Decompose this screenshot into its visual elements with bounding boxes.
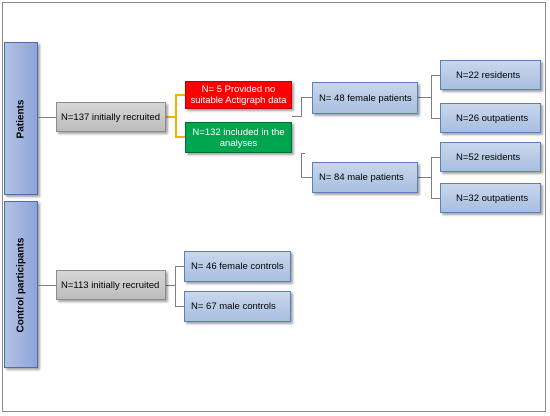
female-outpatients-box: N=26 outpatients: [440, 103, 541, 133]
connector-to-male-residents: [431, 157, 440, 158]
female-patients-text: N= 48 female patients: [319, 92, 412, 104]
connector-female-out: [418, 97, 431, 98]
connector-controls-recruited-out: [166, 285, 175, 286]
connector-recruited-vertical: [175, 94, 177, 138]
connector-female-vertical: [301, 97, 302, 117]
patients-label-text: Patients: [15, 99, 27, 138]
connector-excluded-out: [292, 116, 301, 117]
female-residents-text: N=22 residents: [456, 69, 521, 81]
patients-included-text: N=132 included in the analyses: [192, 126, 285, 149]
connector-to-female: [301, 97, 312, 98]
patients-recruited-box: N=137 initially recruited: [56, 102, 166, 132]
connector-to-female-residents: [431, 75, 440, 76]
patients-included-box: N=132 included in the analyses: [185, 122, 292, 153]
controls-label-text: Control participants: [15, 236, 27, 333]
connector-to-female-outpatients: [431, 118, 440, 119]
male-outpatients-text: N=32 outpatients: [456, 192, 529, 204]
male-patients-box: N= 84 male patients: [312, 162, 418, 193]
connector-female-branch: [431, 75, 432, 118]
connector-to-included: [175, 136, 185, 138]
connector-patients-to-recruited: [38, 117, 56, 118]
connector-to-male-outpatients: [431, 198, 440, 199]
male-residents-box: N=52 residents: [440, 142, 541, 172]
connector-male-out: [418, 177, 431, 178]
connector-included-out: [301, 153, 305, 154]
connector-to-male-controls: [175, 306, 184, 307]
connector-controls-branch: [175, 266, 176, 307]
female-patients-box: N= 48 female patients: [312, 82, 418, 114]
female-controls-box: N= 46 female controls: [184, 251, 291, 282]
female-outpatients-text: N=26 outpatients: [456, 112, 529, 124]
connector-male-branch: [431, 157, 432, 198]
connector-recruited-out: [166, 116, 175, 118]
female-controls-text: N= 46 female controls: [191, 261, 284, 272]
male-patients-text: N= 84 male patients: [319, 172, 404, 183]
patients-group-label: Patients: [4, 42, 38, 195]
female-residents-box: N=22 residents: [440, 60, 541, 90]
male-residents-text: N=52 residents: [456, 151, 521, 163]
patients-excluded-text: N= 5 Provided no suitable Actigraph data: [190, 84, 287, 106]
connector-included-to-male-vertical: [301, 153, 302, 177]
controls-recruited-box: N=113 initially recruited: [56, 270, 166, 300]
connector-to-male: [301, 177, 312, 178]
male-controls-text: N= 67 male controls: [191, 301, 276, 312]
controls-group-label: Control participants: [4, 201, 38, 368]
patients-excluded-box: N= 5 Provided no suitable Actigraph data: [185, 81, 292, 109]
male-outpatients-box: N=32 outpatients: [440, 183, 541, 213]
connector-controls-to-recruited: [38, 285, 56, 286]
patients-recruited-text: N=137 initially recruited: [61, 111, 161, 123]
controls-recruited-text: N=113 initially recruited: [61, 279, 160, 291]
male-controls-box: N= 67 male controls: [184, 291, 291, 322]
connector-to-excluded: [175, 94, 185, 96]
connector-to-female-controls: [175, 266, 184, 267]
